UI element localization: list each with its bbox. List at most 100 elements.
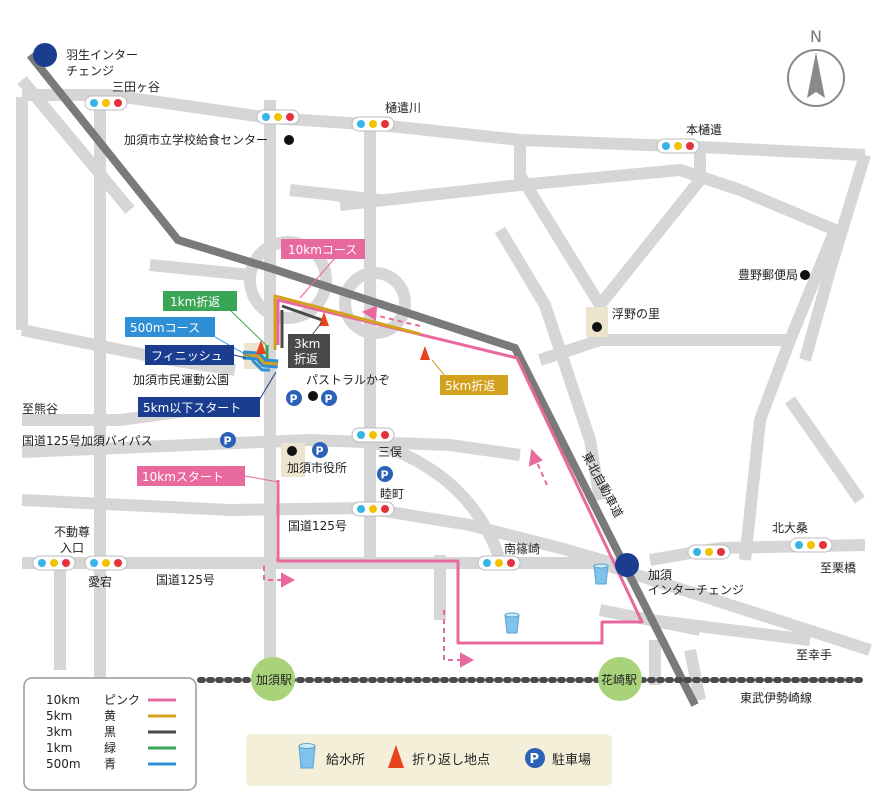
road [494,226,606,501]
direction-arrow-icon [528,448,543,467]
road [17,76,135,214]
legend-distance: 3km [46,725,72,739]
direction-arrow-icon [534,457,548,486]
key-box [246,734,612,786]
callout-finish [145,345,234,365]
poi-dot [287,446,297,456]
direction-arrow-icon [361,305,378,321]
direction-arrow-icon [263,566,285,581]
key-parking-label: 駐車場 [552,753,591,768]
honhiyo-label: 本樋遣 [686,122,722,137]
route-3km-turn [281,304,323,322]
road [339,163,843,561]
hanasaki-station-icon [598,657,642,701]
direction-arrow-icon [281,572,296,588]
traffic-signal-icon [84,555,128,571]
traffic-signal-icon [32,555,76,571]
pastoral-label: パストラルかぞ [306,373,390,387]
road [538,334,790,366]
callout-5km-turn [440,375,508,395]
route125-label-a: 国道125号 [288,519,347,533]
ic-markers [33,43,639,577]
route-5km [273,294,421,350]
poi-dot [592,322,602,332]
route125-label-b: 国道125号 [156,573,215,587]
legend-color-name: 黒 [104,725,116,739]
water-cup-icon [593,563,609,585]
traffic-signals [32,95,833,571]
ukino-label: 浮野の里 [612,307,660,321]
hiyogawa-label: 樋遣川 [385,100,421,115]
compass: N [787,27,845,107]
course-callouts: 10kmコース 1km折返 500mコース フィニッシュ 3km 折返 5km折… [125,239,508,486]
legend-color-name: 緑 [104,740,116,755]
water-cup-icon [504,612,520,634]
road [289,184,381,206]
legend-distance: 10km [46,693,80,707]
kazo-ic-marker [615,553,639,577]
road [22,557,872,656]
callout-500m-course-text: 500mコース [130,321,200,335]
traffic-signal-icon [687,544,731,560]
callout-1km-turn-text: 1km折返 [170,294,220,309]
callout-3km-text-1: 3km [294,337,320,351]
poi-dots [284,135,810,456]
kyushoku-label: 加須市立学校給食センター [124,132,268,147]
callout-1km-turn [163,291,237,311]
callout-finish-text: フィニッシュ [151,349,223,363]
callout-3km-text-2: 折返 [294,351,318,366]
callout-10km-start [137,466,245,486]
key-water-label: 給水所 [326,753,365,768]
callout-10km-start-text: 10kmスタート [142,470,224,484]
traffic-signal-icon [351,501,395,517]
traffic-signal-icon [256,109,300,125]
satte-label: 至幸手 [796,648,832,662]
key-water-icon [298,743,316,769]
shiyakusho-label: 加須市役所 [287,460,347,475]
road [363,434,506,562]
hanyu-ic-marker [33,43,57,67]
callout-10km-course [281,239,365,259]
undokoen-label: 加須市民運動公園 [133,372,229,387]
cone-icon [420,346,430,360]
kazo-ic-label-2: インターチェンジ [648,583,744,597]
legend-color-name: 青 [104,757,116,771]
svg-text:P: P [530,752,540,767]
kazo-station-label: 加須駅 [256,673,292,687]
north-arrow-icon [807,52,825,98]
key-turn-label: 折り返し地点 [412,753,490,768]
kazo-ic-label: 加須 [648,568,672,582]
key-parking-icon: P [525,748,545,768]
stations: 加須駅 花崎駅 [251,657,642,701]
bypass-label: 国道125号加須バイパス [22,434,153,448]
legend-distance: 5km [46,709,72,723]
callout-5km-start-text: 5km以下スタート [143,401,241,415]
compass-label: N [810,27,822,46]
svg-text:P: P [316,445,324,458]
poi-dot [284,135,294,145]
mutsumi-label: 睦町 [380,487,404,501]
finish-area-inner [242,353,279,366]
legend-distance: 1km [46,741,72,755]
parking-markers: P P P P P [220,390,393,482]
road [514,171,705,316]
callout-5km-turn-text: 5km折返 [445,378,495,393]
legend-color-name: 黄 [104,709,116,723]
svg-text:P: P [290,393,298,406]
atago-label: 愛宕 [88,574,112,589]
callout-500m-course [125,317,215,337]
callout-3km-turn [288,334,330,368]
poi-dot [308,391,318,401]
tohoku-expressway [26,52,699,707]
road [785,396,865,504]
road [648,539,866,566]
mimata-label: 三俣 [378,445,402,459]
minamishino-label: 南篠崎 [504,541,540,556]
parking-icon: P [220,432,236,448]
road [799,153,871,362]
toyono-post-label: 豊野郵便局 [738,268,798,282]
legend-color-name: ピンク [104,693,140,707]
legend-distance: 500m [46,757,81,771]
kumagaya-label: 至熊谷 [22,401,58,416]
